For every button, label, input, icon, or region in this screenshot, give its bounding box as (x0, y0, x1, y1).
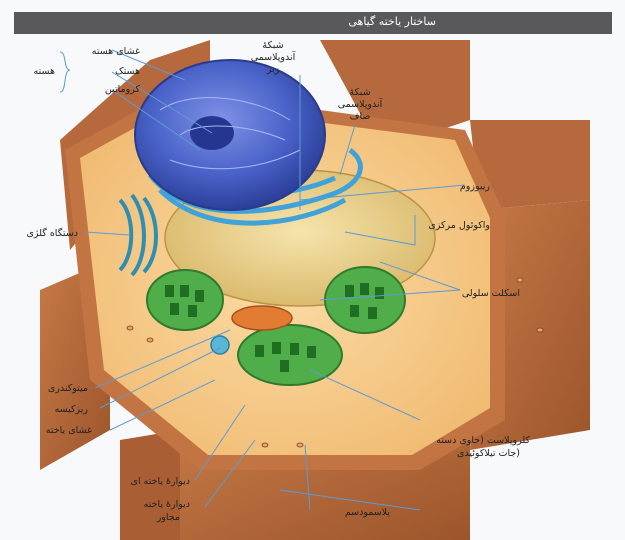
label-cell-membrane: غشای یاخته (46, 425, 92, 436)
label-rough-er-3: زبر (266, 64, 280, 75)
label-nucleolus: هستک (115, 66, 140, 77)
label-smooth-er-1: شبکهٔ (349, 87, 370, 98)
label-mitochondrion: میتوکندری (48, 383, 88, 394)
nucleus (135, 60, 325, 210)
label-rough-er-1: شبکهٔ (262, 40, 283, 51)
label-chloroplast-2: جات تیلاکوئیدی) (457, 448, 520, 459)
label-nucleus: هسته (34, 66, 55, 77)
label-ribosome: ریبوزوم (460, 181, 490, 192)
label-neighbor-wall-2: مجاور (156, 512, 180, 523)
label-golgi: دستگاه گلژی (26, 227, 78, 239)
label-chromatin: کروماتین (105, 84, 141, 95)
label-plasmodesma: پلاسمودسم (345, 507, 391, 518)
label-rough-er-2: آندوپلاسمی (251, 50, 296, 63)
label-microbody: ریزکیسه (55, 404, 89, 415)
label-neighbor-wall-1: دیوارهٔ یاخته (144, 499, 190, 510)
label-nuclear-membrane: غشای هسته (92, 46, 140, 57)
label-chloroplast-1: کلروپلاست (حاوی دسته (436, 435, 530, 446)
nucleus-brace (60, 52, 70, 92)
mitochondrion (232, 306, 292, 330)
label-smooth-er-2: آندوپلاسمی (338, 97, 383, 110)
label-smooth-er-3: صاف (350, 111, 371, 122)
label-cell-wall: دیوارهٔ یاخته ای (131, 476, 190, 487)
label-central-vacuole: واکوئول مرکزی (428, 220, 490, 231)
label-cytoskeleton: اسکلت سلولی (462, 288, 520, 299)
